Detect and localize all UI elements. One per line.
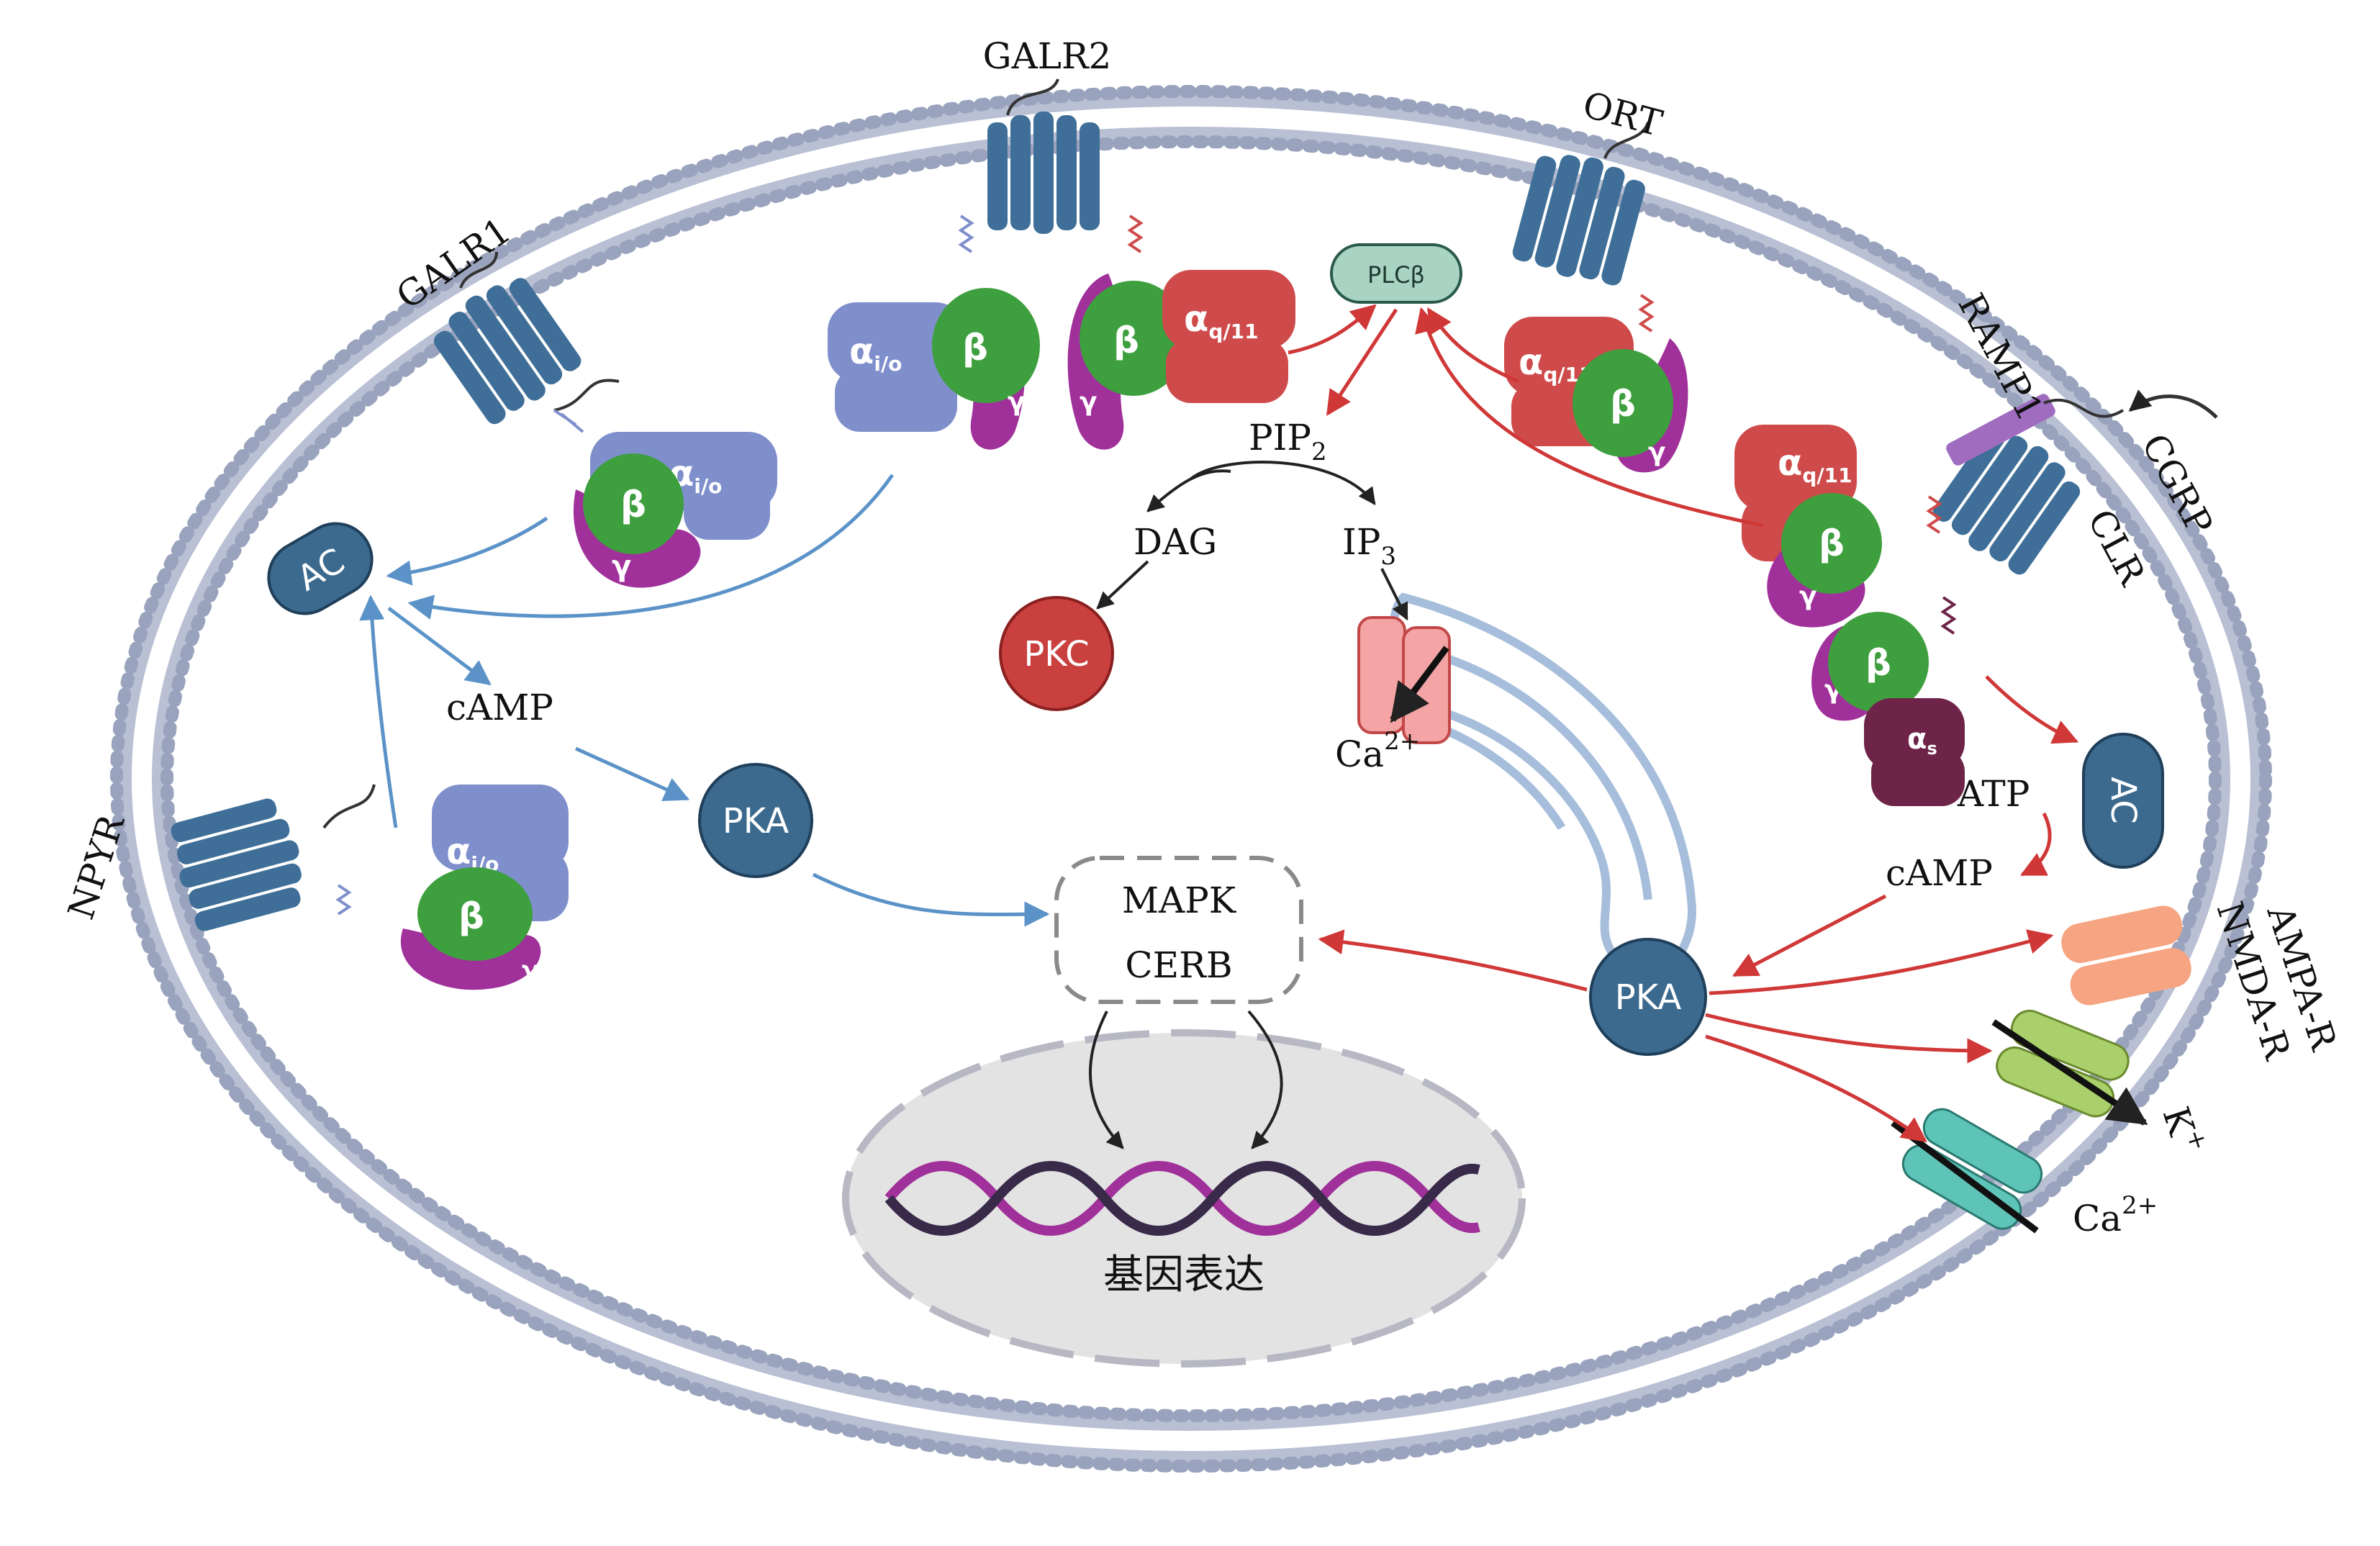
blue-arrows	[359, 474, 1050, 927]
npyr-gamma-label: γ	[522, 956, 540, 985]
mapk-cerb-box: MAPK CERB	[1054, 856, 1303, 1149]
ac-enzyme-left: AC	[267, 522, 374, 615]
dag-label: DAG	[1134, 521, 1217, 563]
nucleus: 基因表达	[842, 1029, 1526, 1368]
plcb: PLCβ	[1330, 243, 1462, 304]
clr-gs-protein: γ β αs	[1811, 596, 1965, 806]
galr2-beta-q-label: β	[1113, 320, 1139, 361]
clr-gamma-q-label: γ	[1799, 582, 1817, 611]
galr2-alpha-io-label: αi/o	[849, 330, 902, 376]
clr-gq-protein: αq/11 β γ	[1734, 425, 1942, 628]
galr2-gamma-q-label: γ	[1080, 387, 1098, 417]
mapk-label: MAPK	[1122, 880, 1237, 921]
ca-membrane-label: Ca2+	[2073, 1191, 2158, 1239]
pka-left-label: PKA	[723, 801, 789, 841]
clr-beta-q-label: β	[1819, 523, 1845, 564]
camp-left-label: cAMP	[446, 687, 553, 728]
red-arrows	[1288, 304, 2079, 1143]
er-ca-label: Ca2+	[1335, 727, 1420, 775]
galr2-receptor: GALR2	[983, 35, 1112, 234]
ip3-label: IP3	[1342, 521, 1396, 571]
galr2-alpha-q-label: αq/11	[1184, 298, 1259, 343]
pkc-label: PKC	[1023, 634, 1089, 674]
npyr-receptor: NPYR	[60, 784, 376, 931]
pka-right: PKA	[1589, 938, 1707, 1056]
ramp1-protein	[1946, 394, 2055, 466]
black-arrows	[1096, 461, 1408, 621]
ac-right-label: AC	[2103, 777, 2143, 824]
cell-membrane	[110, 85, 2272, 1473]
ort-gq-protein: αq/11 β γ	[1504, 294, 1688, 473]
npyr-beta-label: β	[458, 895, 484, 937]
pkc: PKC	[999, 596, 1114, 711]
gene-expression-label: 基因表达	[1103, 1252, 1264, 1298]
atp-label: ATP	[1957, 773, 2030, 815]
k-label: K+	[2155, 1100, 2214, 1160]
cerb-label: CERB	[1125, 944, 1232, 986]
clr-beta-s-label: β	[1865, 642, 1891, 684]
npyr-g-protein: αi/o β γ	[335, 785, 569, 990]
ort-receptor: ORT	[1512, 83, 1667, 286]
clr-alpha-s-label: αs	[1907, 723, 1937, 759]
pka-right-label: PKA	[1615, 977, 1682, 1018]
pka-left: PKA	[698, 763, 813, 878]
ac-enzyme-right: AC	[2082, 733, 2164, 869]
camp-right-label: cAMP	[1886, 852, 1993, 894]
ort-gamma-label: γ	[1648, 438, 1666, 467]
galr2-label: GALR2	[983, 35, 1112, 77]
galr2-gio-protein: αi/o β γ	[828, 214, 1040, 450]
er-ca-channel: Ca2+	[1335, 616, 1451, 775]
galr1-beta-label: β	[620, 484, 646, 525]
galr1-g-protein: αi/o β γ	[553, 409, 777, 588]
clr-alpha-q-label: αq/11	[1778, 442, 1852, 487]
galr2-gq-protein: γ β αq/11	[1067, 214, 1295, 450]
pip2-label: PIP2	[1249, 417, 1327, 466]
nmda-receptor: NMDA-R K+	[1991, 897, 2299, 1160]
galr2-gamma-io-label: γ	[1008, 387, 1026, 417]
galr2-beta-io-label: β	[962, 327, 988, 369]
galr1-gamma-label: γ	[612, 550, 631, 583]
ort-beta-label: β	[1610, 383, 1636, 425]
plcb-label: PLCβ	[1367, 261, 1425, 289]
